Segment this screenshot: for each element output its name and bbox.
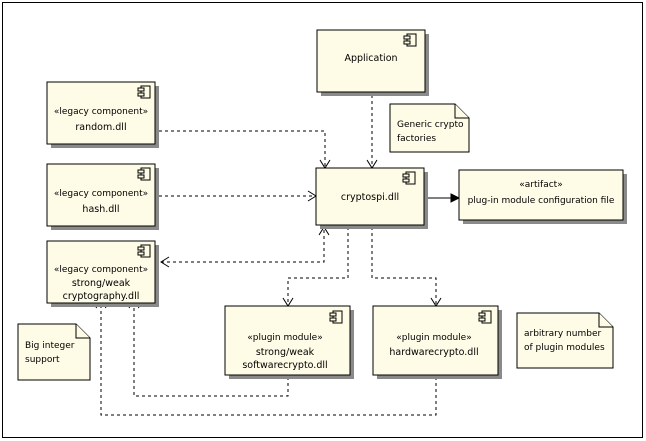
edge-cryptospi-strongweak xyxy=(161,227,325,263)
artifact-label: plug-in module configuration file xyxy=(468,196,615,206)
hardwarecrypto-stereotype: «plugin module» xyxy=(396,333,471,343)
edge-softwarecrypto-strongweak xyxy=(133,300,289,397)
strongweak-stereotype: «legacy component» xyxy=(54,265,148,275)
component-hash[interactable]: «legacy component» hash.dll xyxy=(46,163,159,230)
component-icon xyxy=(137,167,151,181)
component-random[interactable]: «legacy component» random.dll xyxy=(46,81,159,148)
note-generic-line1: Generic crypto xyxy=(397,120,464,130)
component-artifact[interactable]: «artifact» plug-in module configuration … xyxy=(458,169,627,224)
note-generic-crypto[interactable]: Generic crypto factories xyxy=(389,103,470,153)
strongweak-label-line1: strong/weak xyxy=(72,278,131,289)
component-softwarecrypto[interactable]: «plugin module» strong/weak softwarecryp… xyxy=(224,305,354,379)
softwarecrypto-label-line1: strong/weak xyxy=(256,347,315,358)
component-icon xyxy=(137,85,151,99)
random-label: random.dll xyxy=(75,122,126,133)
hash-label: hash.dll xyxy=(82,204,119,215)
component-application[interactable]: Application xyxy=(316,29,429,96)
softwarecrypto-stereotype: «plugin module» xyxy=(247,333,322,343)
edge-hardwarecrypto-strongweak xyxy=(100,300,437,416)
component-icon xyxy=(137,244,151,258)
component-cryptospi[interactable]: cryptospi.dll xyxy=(315,167,428,229)
strongweak-label-line2: cryptography.dll xyxy=(63,291,140,302)
note-bigint-line2: support xyxy=(25,355,60,365)
edges xyxy=(95,95,461,416)
component-strongweak-cryptography[interactable]: «legacy component» strong/weak cryptogra… xyxy=(46,240,159,307)
edge-cryptospi-hardwarecrypto xyxy=(371,227,437,306)
arrowhead-to-strongweak xyxy=(160,256,170,268)
edge-random-cryptospi xyxy=(159,130,326,168)
component-icon xyxy=(403,33,417,47)
component-icon xyxy=(478,310,492,324)
note-arbitrary-line1: arbitrary number xyxy=(524,329,601,339)
component-icon xyxy=(402,171,416,185)
note-generic-line2: factories xyxy=(397,134,436,144)
hash-stereotype: «legacy component» xyxy=(54,189,148,199)
application-label: Application xyxy=(344,53,397,64)
component-icon xyxy=(329,310,343,324)
random-stereotype: «legacy component» xyxy=(54,107,148,117)
edge-cryptospi-softwarecrypto xyxy=(287,227,349,306)
note-bigint-line1: Big integer xyxy=(25,341,75,351)
softwarecrypto-label-line2: softwarecrypto.dll xyxy=(242,360,327,371)
artifact-stereotype: «artifact» xyxy=(519,180,562,190)
note-big-integer[interactable]: Big integer support xyxy=(17,323,91,381)
component-hardwarecrypto[interactable]: «plugin module» hardwarecrypto.dll xyxy=(372,305,502,379)
note-arbitrary-plugins[interactable]: arbitrary number of plugin modules xyxy=(516,312,614,369)
arrowhead-cryptospi-artifact xyxy=(450,193,461,203)
hardwarecrypto-label: hardwarecrypto.dll xyxy=(389,347,478,358)
note-arbitrary-line2: of plugin modules xyxy=(524,343,605,353)
cryptospi-label: cryptospi.dll xyxy=(341,192,399,203)
